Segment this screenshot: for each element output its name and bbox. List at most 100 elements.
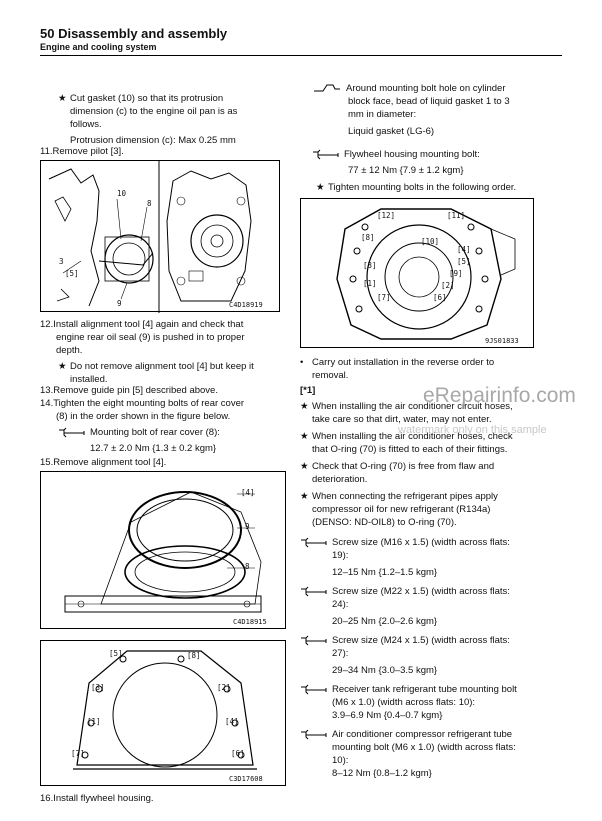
figure-code: 9JS01833	[485, 337, 519, 345]
text-line: When installing the air conditioner hose…	[312, 431, 513, 442]
reverse-order-note: • Carry out installation in the reverse o…	[300, 356, 562, 382]
callout-4: [4]	[241, 488, 255, 497]
text-line: (DENSO: ND-OIL8) to O-ring (70).	[312, 517, 457, 528]
torque-rear-cover: Mounting bolt of rear cover (8): 12.7 ± …	[58, 426, 298, 455]
text-line: that O-ring (70) is fitted to each of th…	[312, 444, 508, 455]
text-line: mm in diameter:	[348, 109, 417, 120]
text-line: Mounting bolt of rear cover (8):	[90, 427, 220, 438]
star-icon: ★	[300, 401, 309, 412]
wrench-icon	[301, 684, 327, 695]
page-title: 50 Disassembly and assembly	[40, 26, 228, 41]
star-icon: ★	[58, 361, 67, 372]
star-icon: ★	[300, 431, 309, 442]
figure-flywheel-drawing	[336, 208, 516, 340]
step-12: 12.Install alignment tool [4] again and …	[40, 318, 290, 357]
bolt-order-6: [6]	[231, 749, 245, 758]
bullet-icon: •	[300, 357, 304, 368]
bolt-order-9: [9]	[449, 269, 463, 278]
bolt-order-1: [1]	[363, 279, 377, 288]
callout-8: 8	[147, 199, 152, 208]
text-line: Receiver tank refrigerant tube mounting …	[332, 684, 517, 695]
watermark: eRepairinfo.com	[423, 384, 576, 407]
bolt-order-4: [4]	[225, 717, 239, 726]
callout-9: 9	[117, 299, 122, 308]
bolt-order-7: [7]	[377, 293, 391, 302]
header-rule	[40, 55, 562, 56]
text-line: removal.	[312, 370, 349, 381]
watermark-sub: watermark only on this sample	[398, 424, 547, 436]
text-line: 3.9–6.9 Nm {0.4–0.7 kgm}	[332, 710, 443, 721]
text-line: (8) in the order shown in the figure bel…	[56, 411, 231, 422]
callout-8: 8	[245, 562, 250, 571]
callout-3: 3	[59, 257, 64, 266]
text-line: Check that O-ring (70) is free from flaw…	[312, 461, 495, 472]
bolt-order-2: [2]	[441, 281, 455, 290]
star-icon: ★	[300, 491, 309, 502]
bolt-order-11: [11]	[447, 211, 466, 220]
figure-alignment-tool-drawing	[64, 491, 262, 613]
text-line: 19):	[332, 550, 349, 561]
page-subtitle: Engine and cooling system	[40, 42, 157, 52]
text-line: 77 ± 12 Nm {7.9 ± 1.2 kgm}	[348, 165, 464, 176]
wrench-icon	[301, 635, 327, 646]
figure-flywheel-housing: [12] [11] [10] [8] [3] [4] [5] [9] [1] […	[300, 198, 534, 348]
text-line: 12.7 ± 2.0 Nm {1.3 ± 0.2 kgm}	[90, 443, 217, 454]
torque-specs: Screw size (M16 x 1.5) (width across fla…	[300, 536, 562, 780]
step-11: 11.Remove pilot [3].	[40, 146, 124, 157]
bolt-order-3: [3]	[91, 683, 105, 692]
text-line: Carry out installation in the reverse or…	[312, 357, 495, 368]
bolt-order-2: [2]	[217, 683, 231, 692]
step-12-note: ★Do not remove alignment tool [4] but ke…	[58, 360, 298, 386]
bolt-order-10: [10]	[421, 237, 440, 246]
wrench-icon	[301, 729, 327, 740]
text-line: Screw size (M22 x 1.5) (width across fla…	[332, 586, 510, 597]
text-line: compressor oil for new refrigerant (R134…	[312, 504, 491, 515]
star-icon: ★	[58, 93, 67, 104]
text-line: mounting bolt (M6 x 1.0) (width across f…	[332, 742, 516, 753]
figure-code: C3D17608	[229, 775, 263, 783]
text-line: Screw size (M24 x 1.5) (width across fla…	[332, 635, 510, 646]
text-line: 10):	[332, 755, 349, 766]
bolt-order-7: [7]	[71, 749, 85, 758]
text-line: 29–34 Nm {3.0–3.5 kgm}	[332, 665, 438, 676]
star-icon: ★	[316, 182, 325, 193]
ref-marker: [*1]	[300, 385, 316, 396]
text-line: 13.Remove guide pin [5] described above.	[40, 385, 218, 396]
bolt-order-8: [8]	[187, 651, 201, 660]
figure-remove-pilot: 10 8 3 [5] 9 C4D18919	[40, 160, 280, 313]
wrench-icon	[301, 537, 327, 548]
tighten-order-note: ★Tighten mounting bolts in the following…	[316, 181, 566, 194]
figure-rear-cover-drawing	[73, 650, 257, 770]
text-line: 12.Install alignment tool [4] again and …	[40, 319, 244, 330]
left-step-10-note: ★Cut gasket (10) so that its protrusion …	[58, 92, 308, 147]
ac-hose-notes: ★When installing the air conditioner cir…	[300, 400, 562, 529]
bolt-order-4: [4]	[457, 245, 471, 254]
wrench-icon	[313, 149, 339, 160]
text-line: follows.	[70, 119, 102, 130]
bolt-order-5: [5]	[457, 257, 471, 266]
star-icon: ★	[300, 461, 309, 472]
flywheel-torque: Flywheel housing mounting bolt: 77 ± 12 …	[312, 148, 562, 177]
steps-13-14: 13.Remove guide pin [5] described above.…	[40, 384, 300, 423]
wrench-icon	[59, 427, 85, 438]
callout-10: 10	[117, 189, 127, 198]
text-line: When connecting the refrigerant pipes ap…	[312, 491, 498, 502]
gasket-nozzle-icon	[314, 84, 340, 92]
text-line: 8–12 Nm {0.8–1.2 kgm}	[332, 768, 432, 779]
bolt-order-1: [1]	[87, 717, 101, 726]
figure-code: C4D18919	[229, 301, 263, 309]
liquid-gasket-note: Around mounting bolt hole on cylinder bl…	[312, 82, 562, 138]
figure-remove-pilot-drawing	[48, 161, 252, 313]
text-line: Flywheel housing mounting bolt:	[344, 149, 480, 160]
wrench-icon	[301, 586, 327, 597]
text-line: Screw size (M16 x 1.5) (width across fla…	[332, 537, 510, 548]
text-line: deterioration.	[312, 474, 368, 485]
text-line: engine rear oil seal (9) is pushed in to…	[56, 332, 245, 343]
text-line: 14.Tighten the eight mounting bolts of r…	[40, 398, 245, 409]
text-line: 20–25 Nm {2.0–2.6 kgm}	[332, 616, 438, 627]
text-line: Air conditioner compressor refrigerant t…	[332, 729, 513, 740]
callout-5: [5]	[65, 269, 79, 278]
text-line: Liquid gasket (LG-6)	[348, 126, 435, 137]
text-line: Protrusion dimension (c): Max 0.25 mm	[70, 135, 236, 146]
text-line: 12–15 Nm {1.2–1.5 kgm}	[332, 567, 438, 578]
